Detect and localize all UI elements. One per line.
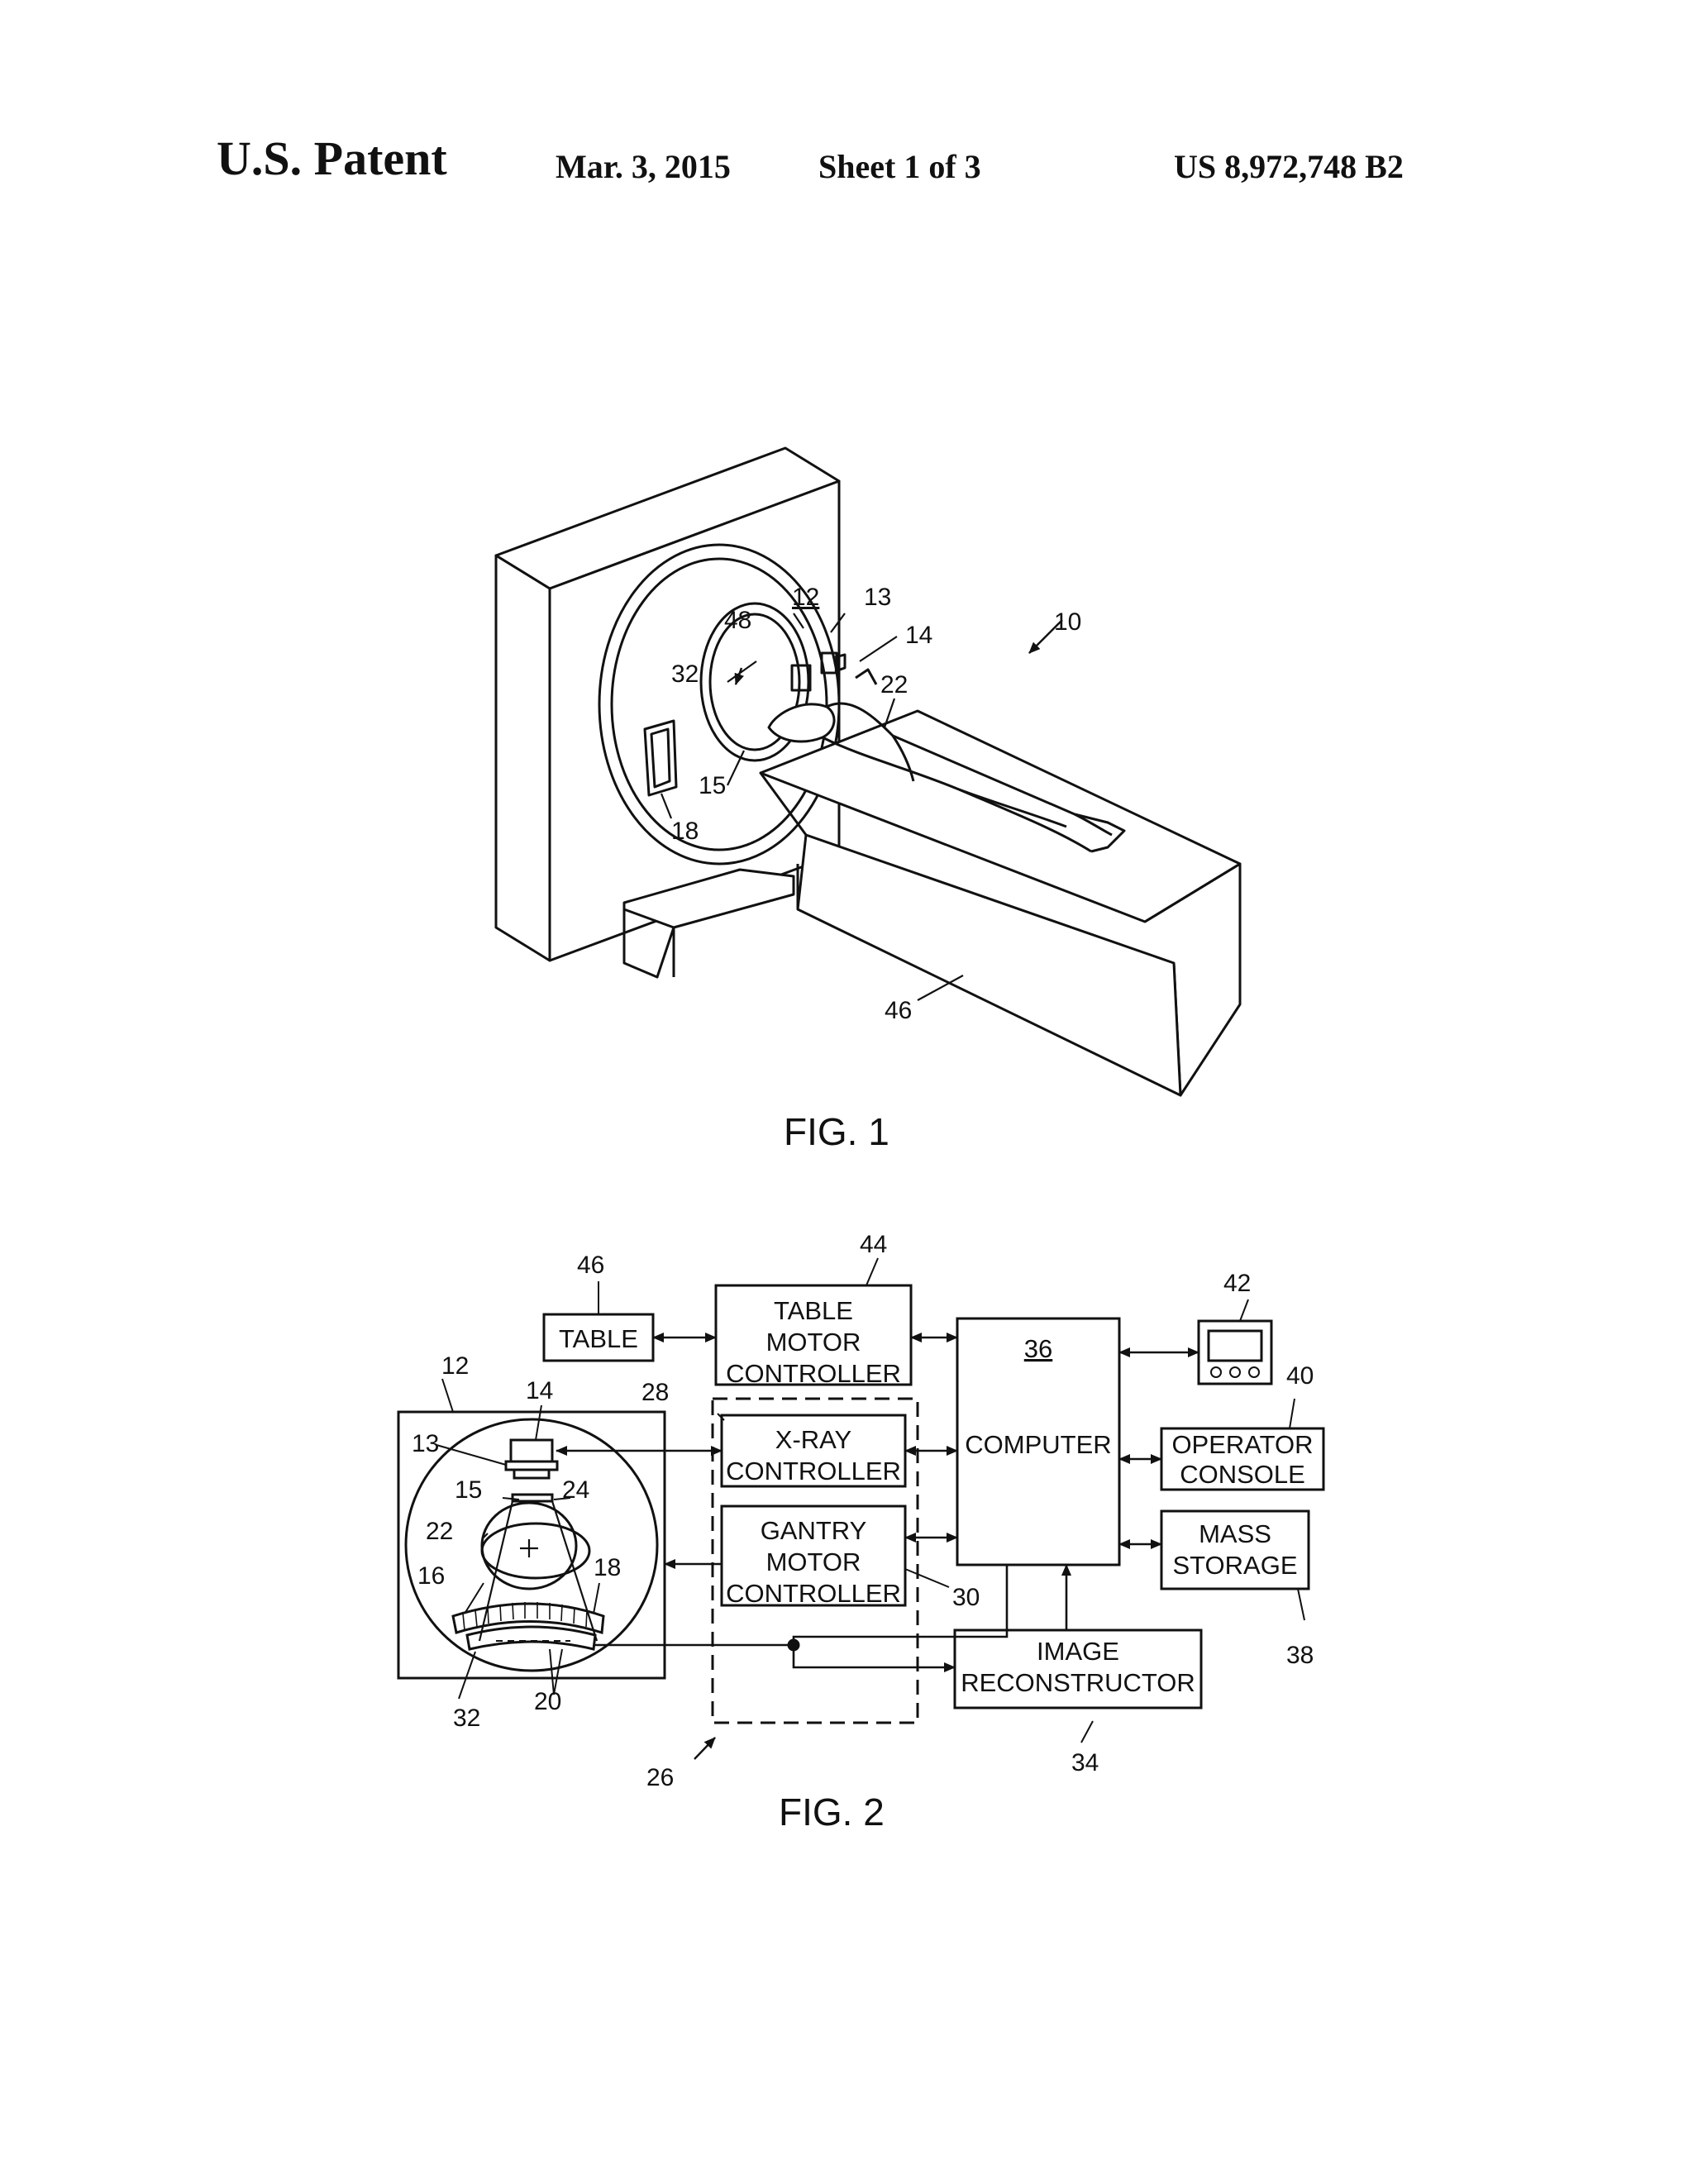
computer-ref-36: 36 — [1024, 1334, 1052, 1363]
operator-console-line1: OPERATOR — [1171, 1430, 1313, 1459]
gantry-circle — [404, 1418, 659, 1672]
table-motor-line3: CONTROLLER — [726, 1359, 901, 1388]
das-block — [465, 1625, 597, 1651]
fig2-ref-34: 34 — [1071, 1749, 1099, 1776]
xray-controller-line1: X-RAY — [775, 1425, 851, 1454]
gantry-motor-controller-box — [720, 1504, 907, 1607]
mass-storage-line1: MASS — [1199, 1519, 1271, 1548]
computer-box — [956, 1317, 1121, 1566]
header-patent-number: US 8,972,748 B2 — [1174, 148, 1404, 185]
fig2-ref-44: 44 — [860, 1231, 887, 1258]
fig2-ref-26: 26 — [646, 1764, 674, 1791]
image-reconstructor-line1: IMAGE — [1037, 1637, 1119, 1666]
fig1-ref-32: 32 — [671, 660, 699, 688]
xray-source-block — [509, 1438, 554, 1463]
fig1-ref-18: 18 — [671, 818, 699, 845]
fig2-ref-16: 16 — [417, 1562, 445, 1590]
fig1-ref-10: 10 — [1054, 608, 1081, 636]
table-box-label: TABLE — [559, 1324, 638, 1353]
fig2-ref-20: 20 — [534, 1688, 561, 1715]
gantry-bore — [699, 602, 810, 762]
fig1-ref-12: 12 — [792, 584, 819, 611]
patient-table — [759, 709, 1242, 1097]
table-motor-line1: TABLE — [774, 1296, 853, 1325]
gantry-motor-line3: CONTROLLER — [726, 1579, 901, 1608]
fig1-ct-scanner-illustration — [494, 446, 1242, 1097]
fig2-ref-42: 42 — [1223, 1270, 1251, 1297]
computer-label: COMPUTER — [965, 1430, 1111, 1459]
rotation-arrow — [734, 667, 744, 685]
fig2-ref26-arrow — [694, 1737, 716, 1760]
fig2-ref-24: 24 — [562, 1476, 589, 1504]
header-sheet: Sheet 1 of 3 — [818, 148, 981, 185]
fig2-ref-40: 40 — [1286, 1362, 1314, 1390]
header-date: Mar. 3, 2015 — [556, 148, 731, 185]
image-reconstructor-line2: RECONSTRUCTOR — [961, 1668, 1195, 1697]
fig1-ref-15: 15 — [699, 772, 726, 799]
fig1-leader-lines — [660, 613, 964, 1001]
fig2-block-diagram — [397, 1257, 1325, 1760]
fig2-ref-46: 46 — [577, 1252, 604, 1279]
gantry-ring-inner — [610, 557, 828, 851]
control-mechanism-dashed — [711, 1397, 919, 1724]
xray-source-icon — [790, 651, 846, 692]
mass-storage-box — [1160, 1509, 1310, 1590]
fig1-ref-48: 48 — [724, 607, 751, 634]
fig2-leader-lines — [436, 1257, 1305, 1743]
fig2-caption: FIG. 2 — [779, 1791, 885, 1834]
fig1-ref-13: 13 — [864, 584, 891, 611]
fig2-ref-30: 30 — [952, 1584, 980, 1611]
xray-fan-beam — [478, 1500, 599, 1642]
fig1-overall-arrow — [1028, 619, 1063, 654]
fig2-ref-14: 14 — [526, 1377, 553, 1404]
fig2-ref-13: 13 — [412, 1430, 439, 1457]
operator-console-line2: CONSOLE — [1180, 1460, 1305, 1489]
fig2-ref-28: 28 — [641, 1379, 669, 1406]
fig1-ref-46: 46 — [885, 997, 912, 1024]
fig2-ref-18: 18 — [594, 1554, 621, 1581]
gantry-square — [397, 1410, 666, 1680]
fig2-ref-15: 15 — [455, 1476, 482, 1504]
gantry-motor-line1: GANTRY — [761, 1516, 867, 1545]
fig2-ref-38: 38 — [1286, 1642, 1314, 1669]
xray-controller-line2: CONTROLLER — [726, 1457, 901, 1485]
gantry-motor-line2: MOTOR — [766, 1547, 861, 1576]
fig1-ref-14: 14 — [905, 622, 932, 649]
detector-array — [451, 1602, 605, 1634]
fig2-ref-22: 22 — [426, 1518, 453, 1545]
gantry-window — [643, 719, 678, 797]
fig2-ref-32: 32 — [453, 1705, 480, 1732]
mass-storage-line2: STORAGE — [1172, 1551, 1297, 1580]
table-motor-line2: MOTOR — [766, 1328, 861, 1357]
display-monitor-icon — [1197, 1319, 1273, 1385]
fig1-ref-22: 22 — [880, 671, 908, 699]
header-left: U.S. Patent — [217, 131, 447, 185]
patient-figure — [767, 668, 1126, 853]
fig2-ref-12: 12 — [441, 1352, 469, 1380]
fig1-caption: FIG. 1 — [784, 1110, 889, 1153]
